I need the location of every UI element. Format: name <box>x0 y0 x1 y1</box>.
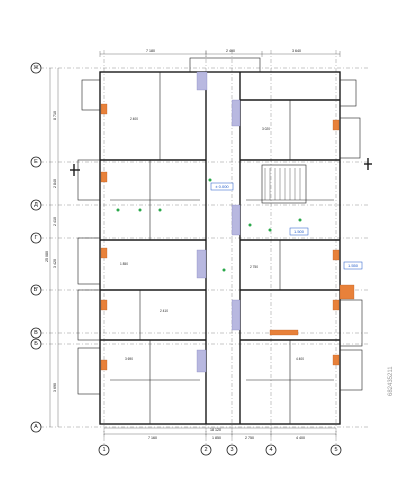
level-mark-2: 1.550 <box>348 263 359 268</box>
structural-columns <box>100 103 355 371</box>
room-dim-label: 2 400 <box>130 117 138 121</box>
axis-row-label: Е <box>34 159 38 165</box>
axis-col-label: 5 <box>334 447 337 453</box>
axis-col-label: 2 <box>204 447 207 453</box>
bottom-dim-2: 1 850 <box>212 436 221 440</box>
top-dim-1: 7 180 <box>146 49 155 53</box>
axis-row-label: Г <box>35 235 38 241</box>
axis-row-label: В' <box>34 287 39 293</box>
watermark-text: 682435211 <box>388 366 394 396</box>
level-mark-3: ± 0.000 <box>215 184 229 189</box>
top-dim-3: 3 640 <box>292 49 301 53</box>
axis-row-label: Б <box>34 341 38 347</box>
axis-grid-lines <box>40 50 370 445</box>
left-dimension-chain: 25 080 8 710 2 840 2 410 3 420 3 690 <box>45 68 59 427</box>
room-dimension-labels: 2 400 3 020 1 850 2 750 4 400 3 690 2 41… <box>120 117 304 361</box>
top-dimension-chain: 7 180 2 400 3 640 <box>99 49 341 57</box>
left-dim-seg-1: 8 710 <box>53 111 57 120</box>
service-shafts <box>196 71 241 373</box>
room-dim-label: 2 410 <box>160 309 168 313</box>
room-dim-label: 4 400 <box>296 357 304 361</box>
axis-col-label: 1 <box>102 447 105 453</box>
column-axis-bubbles: 1 2 3 4 5 <box>98 444 342 456</box>
room-dim-label: 3 690 <box>125 357 133 361</box>
bottom-dim-3: 2 750 <box>245 436 254 440</box>
top-dim-2: 2 400 <box>226 49 235 53</box>
stair-flight <box>261 164 307 204</box>
bottom-dim-1: 7 160 <box>148 436 157 440</box>
level-marks: 1.500 1.550 ± 0.000 <box>210 182 363 270</box>
axis-col-label: 4 <box>269 447 272 453</box>
axis-row-label: А <box>34 424 38 430</box>
room-dim-label: 3 020 <box>262 127 270 131</box>
left-dim-seg-4: 3 420 <box>53 259 57 268</box>
fixture-markers <box>116 178 302 272</box>
exterior-walls <box>77 57 363 425</box>
axis-col-label: 3 <box>230 447 233 453</box>
left-dim-seg-3: 2 410 <box>53 217 57 226</box>
level-mark-1: 1.500 <box>294 229 305 234</box>
interior-partitions <box>100 72 340 424</box>
bottom-dim-4: 4 400 <box>296 436 305 440</box>
left-dim-total: 25 080 <box>45 251 49 262</box>
axis-row-label: Д <box>34 202 38 208</box>
axis-row-label: В <box>34 330 38 336</box>
bottom-dim-total: 18 120 <box>210 428 221 432</box>
row-axis-bubbles: Ж Е Д Г В' В Б А <box>30 62 42 433</box>
section-markers <box>70 158 372 176</box>
left-dim-seg-5: 3 690 <box>53 383 57 392</box>
room-dim-label: 2 750 <box>250 265 258 269</box>
room-dim-label: 1 850 <box>120 262 128 266</box>
bottom-dimension-chain: 7 160 1 850 2 750 4 400 18 120 <box>103 427 337 440</box>
left-dim-seg-2: 2 840 <box>53 179 57 188</box>
axis-row-label: Ж <box>33 65 38 71</box>
